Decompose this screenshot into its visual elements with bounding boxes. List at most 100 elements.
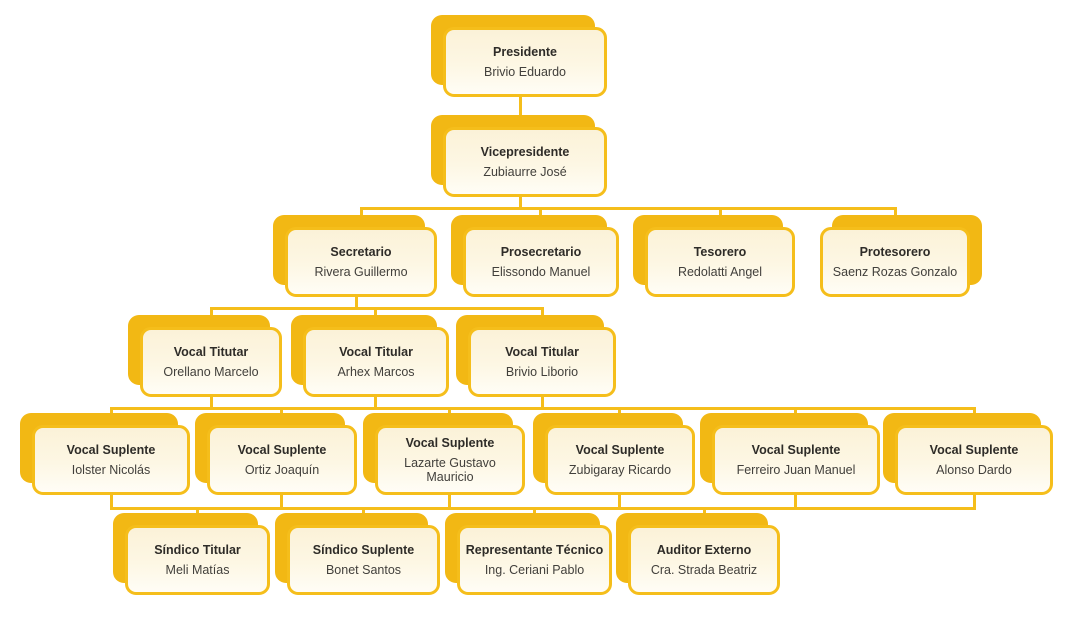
node-name: Orellano Marcelo <box>163 364 259 379</box>
node-card: Síndico Titular Meli Matías <box>125 525 270 595</box>
connector <box>362 507 365 518</box>
org-node-vocal-suplente-6: Vocal Suplente Alonso Dardo <box>883 413 1053 495</box>
node-card: Vocal Titular Arhex Marcos <box>303 327 449 397</box>
connector <box>280 493 283 510</box>
org-node-vocal-suplente-5: Vocal Suplente Ferreiro Juan Manuel <box>700 413 880 495</box>
org-node-vicepresidente: Vicepresidente Zubiaurre José <box>431 115 607 197</box>
org-node-presidente: Presidente Brivio Eduardo <box>431 15 607 97</box>
connector <box>794 493 797 510</box>
node-title: Síndico Suplente <box>312 542 415 557</box>
node-card: Vicepresidente Zubiaurre José <box>443 127 607 197</box>
node-name: Meli Matías <box>165 562 230 577</box>
node-title: Vocal Titular <box>505 344 579 359</box>
org-node-secretario: Secretario Rivera Guillermo <box>273 215 437 297</box>
connector <box>519 195 522 210</box>
connector <box>280 407 283 418</box>
connector <box>196 507 199 518</box>
node-name: Ing. Ceriani Pablo <box>484 562 585 577</box>
node-card: Presidente Brivio Eduardo <box>443 27 607 97</box>
connector <box>794 407 797 418</box>
node-name: Rivera Guillermo <box>314 264 408 279</box>
connector <box>374 307 377 320</box>
node-name: Zubigaray Ricardo <box>568 462 672 477</box>
connector <box>110 493 113 510</box>
node-card: Vocal Titutar Orellano Marcelo <box>140 327 282 397</box>
connector <box>110 407 113 418</box>
node-title: Vocal Suplente <box>929 442 1019 457</box>
node-title: Auditor Externo <box>656 542 752 557</box>
node-card: Tesorero Redolatti Angel <box>645 227 795 297</box>
connector <box>541 307 544 320</box>
connector <box>448 407 451 418</box>
node-card: Protesorero Saenz Rozas Gonzalo <box>820 227 970 297</box>
node-title: Presidente <box>493 44 557 59</box>
node-name: Alonso Dardo <box>936 462 1012 477</box>
node-name: Saenz Rozas Gonzalo <box>832 264 958 279</box>
connector <box>448 493 451 510</box>
node-title: Síndico Titular <box>154 542 241 557</box>
org-node-sindico-suplente: Síndico Suplente Bonet Santos <box>275 513 440 595</box>
node-title: Prosecretario <box>500 244 582 259</box>
connector <box>533 507 536 518</box>
connector <box>519 95 522 129</box>
org-node-sindico-titular: Síndico Titular Meli Matías <box>113 513 270 595</box>
node-name: Cra. Strada Beatriz <box>650 562 758 577</box>
org-node-auditor-externo: Auditor Externo Cra. Strada Beatriz <box>616 513 780 595</box>
connector <box>110 507 976 510</box>
node-card: Vocal Suplente Zubigaray Ricardo <box>545 425 695 495</box>
connector <box>355 295 358 310</box>
node-title: Vocal Suplente <box>575 442 665 457</box>
node-title: Protesorero <box>859 244 931 259</box>
node-card: Vocal Suplente Iolster Nicolás <box>32 425 190 495</box>
node-name: Zubiaurre José <box>483 164 567 179</box>
node-card: Vocal Suplente Ferreiro Juan Manuel <box>712 425 880 495</box>
node-title: Vicepresidente <box>480 144 570 159</box>
connector <box>541 395 544 410</box>
connector <box>618 493 621 510</box>
node-card: Auditor Externo Cra. Strada Beatriz <box>628 525 780 595</box>
org-node-vocal-titular-2: Vocal Titular Arhex Marcos <box>291 315 449 397</box>
node-card: Síndico Suplente Bonet Santos <box>287 525 440 595</box>
node-name: Lazarte Gustavo Mauricio <box>404 455 496 484</box>
org-node-vocal-titular-3: Vocal Titular Brivio Liborio <box>456 315 616 397</box>
node-name: Elissondo Manuel <box>491 264 591 279</box>
node-card: Secretario Rivera Guillermo <box>285 227 437 297</box>
org-node-vocal-titular-1: Vocal Titutar Orellano Marcelo <box>128 315 282 397</box>
node-title: Secretario <box>330 244 392 259</box>
connector <box>210 395 213 410</box>
connector <box>894 207 897 220</box>
node-title: Vocal Titular <box>339 344 413 359</box>
connector <box>539 207 542 220</box>
node-name: Brivio Eduardo <box>484 64 566 79</box>
node-title: Vocal Suplente <box>237 442 327 457</box>
node-name: Ortiz Joaquín <box>244 462 320 477</box>
org-node-tesorero: Tesorero Redolatti Angel <box>633 215 795 297</box>
node-card: Vocal Suplente Ortiz Joaquín <box>207 425 357 495</box>
node-title: Vocal Suplente <box>751 442 841 457</box>
connector <box>210 307 213 320</box>
connector <box>703 507 706 518</box>
node-name: Brivio Liborio <box>505 364 579 379</box>
node-name: Redolatti Angel <box>677 264 763 279</box>
org-node-representante-tecnico: Representante Técnico Ing. Ceriani Pablo <box>445 513 612 595</box>
org-node-vocal-suplente-4: Vocal Suplente Zubigaray Ricardo <box>533 413 695 495</box>
node-card: Vocal Suplente Lazarte Gustavo Mauricio <box>375 425 525 495</box>
node-name: Bonet Santos <box>325 562 402 577</box>
org-node-vocal-suplente-1: Vocal Suplente Iolster Nicolás <box>20 413 190 495</box>
node-name: Arhex Marcos <box>337 364 415 379</box>
node-name: Iolster Nicolás <box>71 462 151 477</box>
node-card: Vocal Suplente Alonso Dardo <box>895 425 1053 495</box>
org-node-protesorero: Protesorero Saenz Rozas Gonzalo <box>820 215 982 297</box>
connector <box>360 207 363 220</box>
node-title: Tesorero <box>693 244 747 259</box>
node-title: Vocal Titutar <box>173 344 249 359</box>
connector <box>360 207 897 210</box>
org-node-prosecretario: Prosecretario Elissondo Manuel <box>451 215 619 297</box>
node-card: Prosecretario Elissondo Manuel <box>463 227 619 297</box>
connector <box>973 493 976 510</box>
node-card: Vocal Titular Brivio Liborio <box>468 327 616 397</box>
connector <box>210 307 544 310</box>
node-title: Vocal Suplente <box>66 442 156 457</box>
node-name: Ferreiro Juan Manuel <box>736 462 856 477</box>
